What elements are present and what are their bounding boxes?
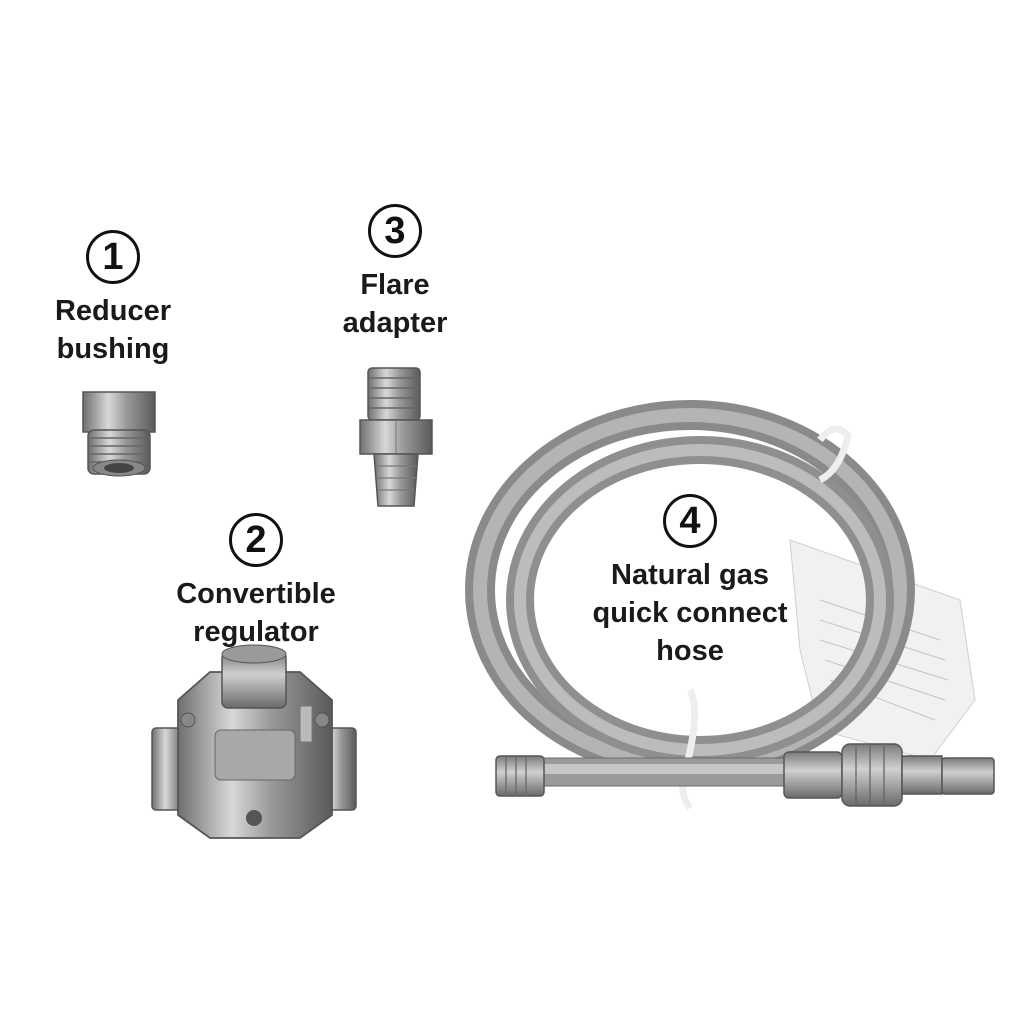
part-number-badge: 1 xyxy=(86,230,140,284)
reducer-bushing-image xyxy=(82,391,156,477)
part-number-badge: 4 xyxy=(663,494,717,548)
part-number-badge: 2 xyxy=(229,513,283,567)
part-label: Flare adapter xyxy=(342,269,448,339)
part-1-callout: 1 Reducer bushing xyxy=(20,230,206,368)
part-2-callout: 2 Convertible regulator xyxy=(154,513,358,651)
part-label: Reducer bushing xyxy=(54,295,172,365)
part-label: Convertible regulator xyxy=(176,578,336,648)
flare-adapter-image xyxy=(359,367,433,507)
part-number-badge: 3 xyxy=(368,204,422,258)
part-3-callout: 3 Flare adapter xyxy=(310,204,480,342)
natural-gas-hose-image xyxy=(465,400,995,811)
convertible-regulator-image xyxy=(151,644,357,839)
part-label: Natural gas quick connect hose xyxy=(592,559,788,667)
part-4-callout: 4 Natural gas quick connect hose xyxy=(570,494,810,670)
